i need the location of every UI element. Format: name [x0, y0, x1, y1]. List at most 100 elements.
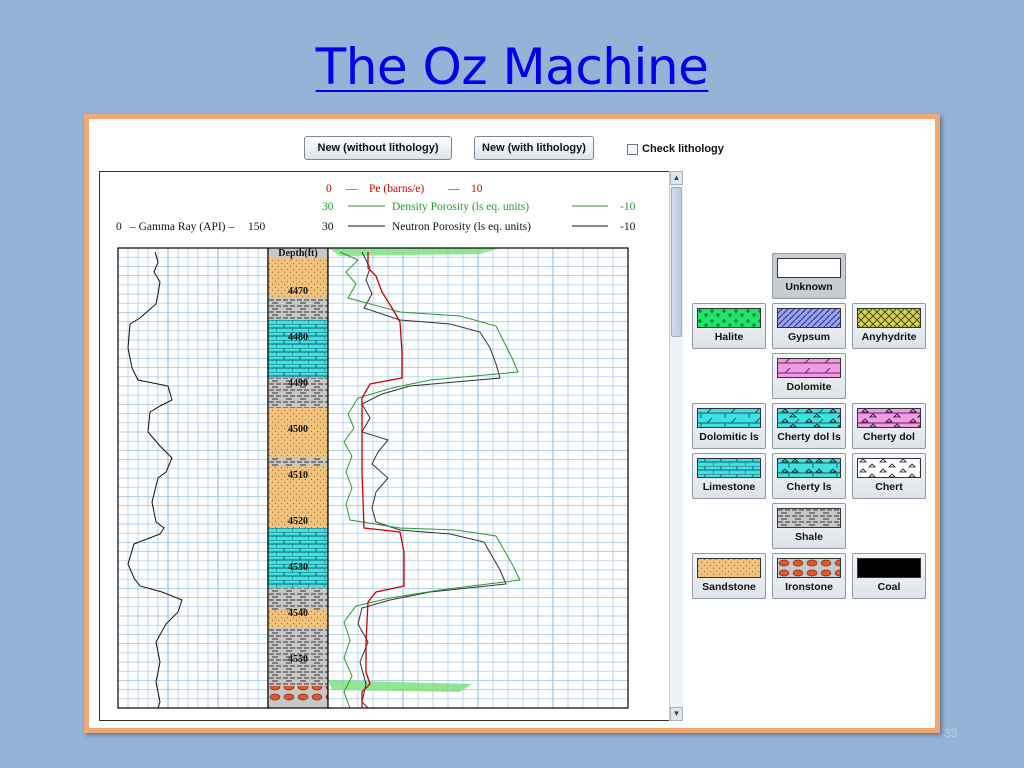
- lithology-label: Gypsum: [787, 331, 830, 343]
- gamma-track: [117, 247, 269, 709]
- lith-sandstone-band: [268, 258, 328, 298]
- slide-page-number: 33: [944, 726, 958, 740]
- well-log-plot[interactable]: 0 — Pe (barns/e) — 10 30 Density Porosit…: [100, 172, 669, 720]
- density-curve-label: Density Porosity (ls eq. units): [392, 201, 529, 213]
- lith-limestone-band: [268, 320, 328, 378]
- lithology-button-cherty-dol-ls[interactable]: Cherty dol ls: [772, 403, 846, 449]
- dolomite-swatch-icon: [777, 358, 841, 378]
- lithology-button-shale[interactable]: Shale: [772, 503, 846, 549]
- lithology-label: Dolomite: [786, 381, 832, 393]
- depth-label: 4520: [288, 516, 308, 527]
- new-with-lithology-button[interactable]: New (with lithology): [474, 136, 594, 160]
- lithology-label: Dolomitic ls: [699, 431, 759, 443]
- dolomitic-ls-swatch-icon: [697, 408, 761, 428]
- scroll-up-icon[interactable]: ▲: [670, 171, 683, 185]
- lithology-label: Limestone: [702, 481, 756, 493]
- lith-sandstone-band: [268, 466, 328, 528]
- depth-label: 4550: [288, 654, 308, 665]
- depth-label: 4500: [288, 424, 308, 435]
- unknown-swatch-icon: [777, 258, 841, 278]
- lithology-button-limestone[interactable]: Limestone: [692, 453, 766, 499]
- lithology-button-gypsum[interactable]: Gypsum: [772, 303, 846, 349]
- pe-curve-label: Pe (barns/e): [369, 183, 424, 195]
- lithology-button-chert[interactable]: Chert: [852, 453, 926, 499]
- pe-scale-right: 10: [471, 183, 483, 195]
- check-lithology-toggle[interactable]: Check lithology: [627, 143, 724, 155]
- neutron-curve-label: Neutron Porosity (ls eq. units): [392, 221, 531, 233]
- cherty-ls-swatch-icon: [777, 458, 841, 478]
- pe-dash-left: —: [345, 183, 358, 195]
- lith-sandstone-band: [268, 408, 328, 458]
- lith-shale-band: [268, 628, 328, 686]
- log-vertical-scrollbar[interactable]: ▲ ▼: [669, 171, 683, 721]
- legend-gamma: 0 – Gamma Ray (API) – 150: [116, 221, 266, 233]
- ironstone-swatch-icon: [777, 558, 841, 578]
- lith-shale-band: [268, 458, 328, 466]
- lithology-label: Cherty dol: [863, 431, 915, 443]
- chert-swatch-icon: [857, 458, 921, 478]
- density-scale-right: -10: [620, 201, 636, 213]
- lithology-column: Depth(ft) 4470 4480 4490 4500 4510 4520 …: [267, 247, 329, 709]
- porosity-track: [327, 247, 629, 709]
- cherty-dol-ls-swatch-icon: [777, 408, 841, 428]
- gamma-scale-right: 150: [248, 221, 266, 233]
- density-scale-left: 30: [322, 201, 334, 213]
- lithology-button-anhydrite[interactable]: Anyhydrite: [852, 303, 926, 349]
- sandstone-swatch-icon: [697, 558, 761, 578]
- legend-neutron: 30 Neutron Porosity (ls eq. units) -10: [322, 221, 636, 233]
- coal-swatch-icon: [857, 558, 921, 578]
- oz-machine-window: New (without lithology) New (with lithol…: [89, 119, 935, 728]
- lith-sandstone-band: [268, 610, 328, 628]
- limestone-swatch-icon: [697, 458, 761, 478]
- lithology-label: Ironstone: [785, 581, 833, 593]
- scroll-down-icon[interactable]: ▼: [670, 707, 683, 721]
- lith-limestone-band: [268, 528, 328, 588]
- lithology-button-cherty-dol[interactable]: Cherty dol: [852, 403, 926, 449]
- depth-header-label: Depth(ft): [278, 248, 317, 259]
- lithology-button-dolomitic-ls[interactable]: Dolomitic ls: [692, 403, 766, 449]
- depth-label: 4530: [288, 562, 308, 573]
- lithology-button-coal[interactable]: Coal: [852, 553, 926, 599]
- lithology-label: Coal: [877, 581, 901, 593]
- gamma-scale-left: 0: [116, 221, 122, 233]
- neutron-scale-right: -10: [620, 221, 636, 233]
- depth-label: 4470: [288, 286, 308, 297]
- lithology-button-ironstone[interactable]: Ironstone: [772, 553, 846, 599]
- lithology-label: Cherty ls: [786, 481, 832, 493]
- lithology-button-dolomite[interactable]: Dolomite: [772, 353, 846, 399]
- lithology-label: Chert: [875, 481, 903, 493]
- lithology-button-sandstone[interactable]: Sandstone: [692, 553, 766, 599]
- neutron-scale-left: 30: [322, 221, 334, 233]
- density-porosity-curve: [339, 251, 521, 709]
- lithology-label: Cherty dol ls: [777, 431, 841, 443]
- slide-title: The Oz Machine: [315, 38, 709, 96]
- gamma-ray-curve: [127, 251, 183, 709]
- gamma-curve-label: – Gamma Ray (API) –: [129, 221, 234, 233]
- cherty-dol-swatch-icon: [857, 408, 921, 428]
- lithology-button-cherty-ls[interactable]: Cherty ls: [772, 453, 846, 499]
- lith-shale-band: [268, 378, 328, 408]
- lithology-label: Shale: [794, 531, 823, 543]
- pe-scale-left: 0: [326, 183, 332, 195]
- depth-label: 4510: [288, 470, 308, 481]
- gypsum-swatch-icon: [777, 308, 841, 328]
- check-lithology-checkbox[interactable]: [627, 143, 638, 155]
- new-without-lithology-button[interactable]: New (without lithology): [304, 136, 452, 160]
- pe-dash-right: —: [447, 183, 460, 195]
- lithology-label: Unknown: [785, 281, 833, 293]
- lithology-label: Halite: [714, 331, 744, 343]
- shale-swatch-icon: [777, 508, 841, 528]
- legend-pe: 0 — Pe (barns/e) — 10: [326, 183, 483, 195]
- app-frame: New (without lithology) New (with lithol…: [84, 114, 940, 733]
- scroll-thumb[interactable]: [671, 187, 682, 337]
- lithology-button-halite[interactable]: Halite: [692, 303, 766, 349]
- lithology-label: Anyhydrite: [861, 331, 917, 343]
- depth-label: 4490: [288, 378, 308, 389]
- depth-label: 4540: [288, 608, 308, 619]
- lith-shale-band: [268, 298, 328, 320]
- anhydrite-swatch-icon: [857, 308, 921, 328]
- depth-label: 4480: [288, 332, 308, 343]
- pe-curve: [361, 252, 405, 708]
- check-lithology-label: Check lithology: [642, 143, 724, 155]
- lithology-button-unknown[interactable]: Unknown: [772, 253, 846, 299]
